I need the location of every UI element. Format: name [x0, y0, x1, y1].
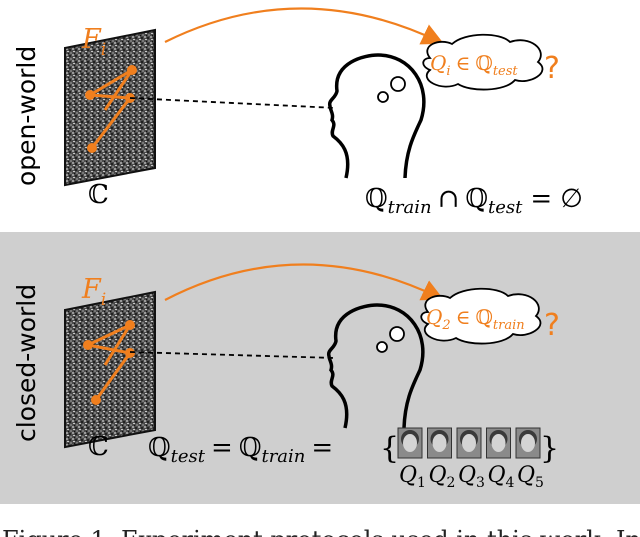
- face-label: Q2: [429, 463, 456, 491]
- panel-closed-world: closed-world Fi ℂ Q2∈ℚtrain ?: [0, 232, 640, 504]
- face-thumbnail: Q1: [397, 427, 426, 491]
- feature-label: Fi: [81, 274, 106, 310]
- side-label-closed-world: closed-world: [12, 284, 41, 442]
- question-mark: ?: [544, 51, 560, 86]
- face-skin: [491, 434, 506, 452]
- face-label: Q3: [458, 463, 485, 491]
- head-outline: [327, 53, 426, 179]
- head-outline: [326, 303, 425, 429]
- feature-image: [64, 28, 156, 187]
- face-thumbnail: Q4: [486, 427, 515, 491]
- orange-arrow: [164, 7, 444, 45]
- dashed-link: [129, 97, 337, 109]
- face-skin: [403, 434, 417, 452]
- equation-open-world: ℚtrain∩ℚtest=∅: [365, 184, 583, 218]
- question-mark: ?: [544, 308, 560, 343]
- set-symbol-c: ℂ: [88, 432, 109, 462]
- face-thumbnail: Q2: [427, 427, 456, 491]
- equation-closed-world: ℚtest=ℚtrain=: [148, 433, 333, 467]
- face-skin: [521, 434, 535, 452]
- feature-label: Fi: [81, 24, 106, 60]
- thought-bubble: [376, 287, 542, 353]
- face-skin: [432, 434, 447, 452]
- feature-image: [64, 290, 156, 449]
- bubble-content: Q2∈ℚtrain: [426, 305, 525, 333]
- brace-open: {: [380, 431, 399, 466]
- face-label: Q4: [488, 463, 515, 491]
- figure-caption: Figure 1. Experiment protocols used in t…: [2, 526, 640, 537]
- face-label: Q1: [399, 463, 426, 491]
- face-label: Q5: [517, 463, 544, 491]
- face-skin: [462, 434, 476, 452]
- thought-bubble: [377, 33, 544, 103]
- face-thumbnail: Q3: [456, 427, 485, 491]
- brace-close: }: [540, 431, 559, 466]
- orange-arrow: [164, 263, 444, 301]
- dashed-link: [129, 351, 336, 359]
- set-symbol-c: ℂ: [88, 180, 109, 210]
- face-thumbnail: Q5: [515, 427, 544, 491]
- panel-open-world: open-world Fi ℂ: [12, 7, 583, 218]
- side-label-open-world: open-world: [12, 46, 41, 186]
- bubble-content: Qi∈ℚtest: [430, 51, 518, 79]
